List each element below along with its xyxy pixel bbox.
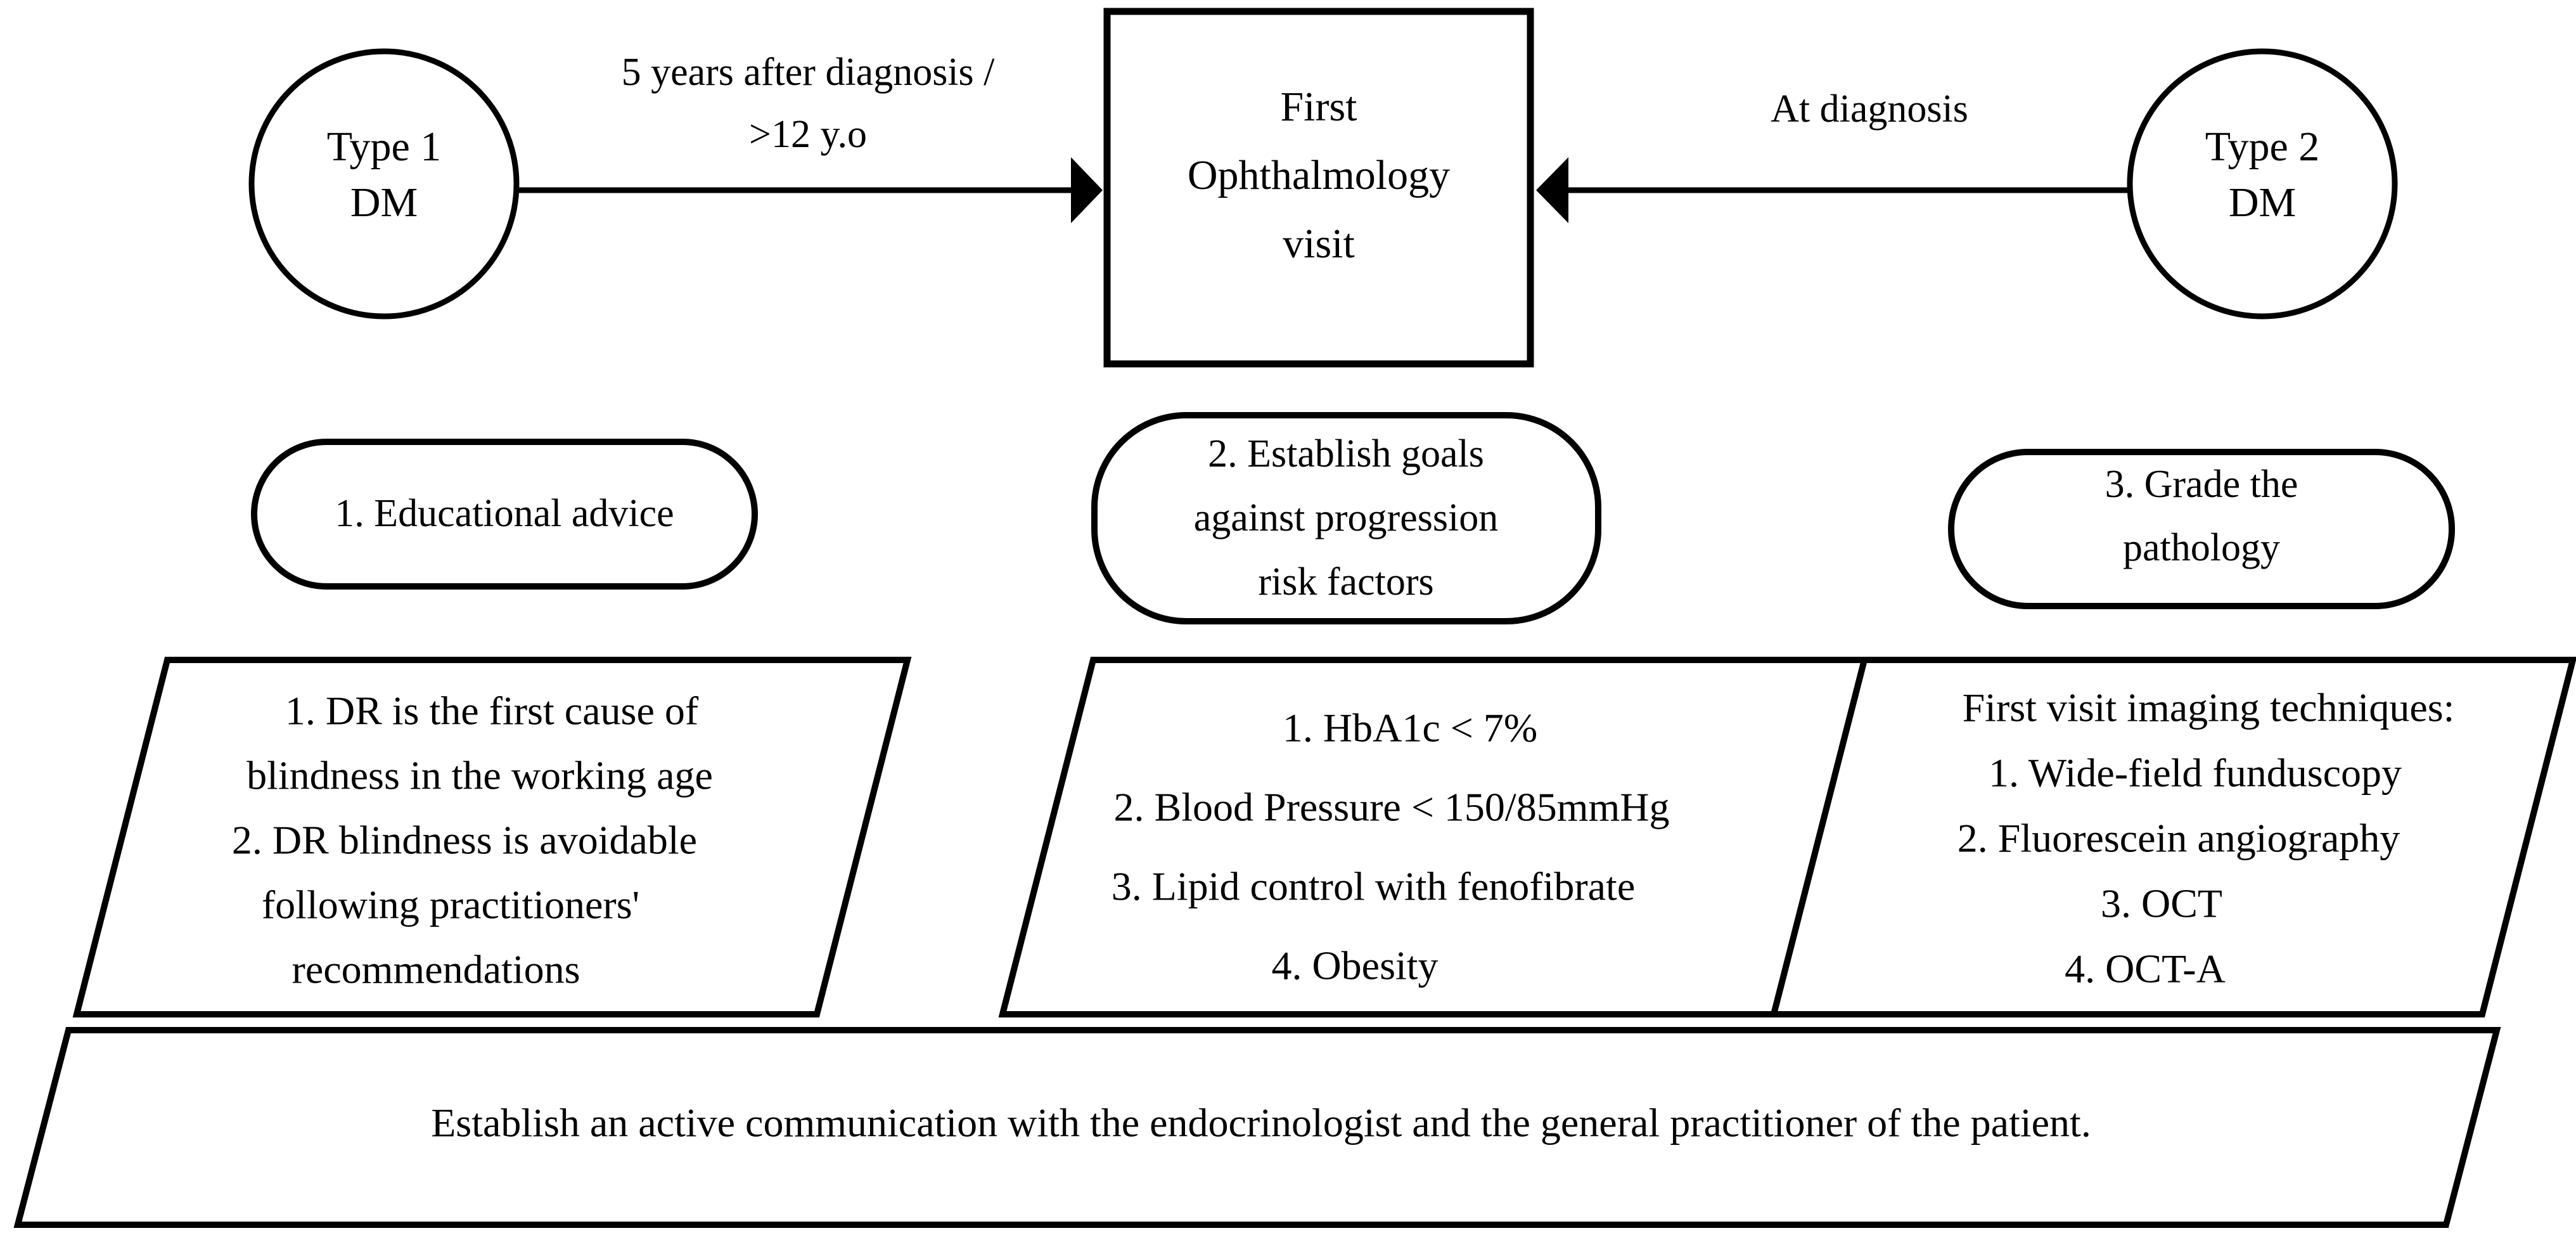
- first-visit-label-line2: Ophthalmology: [1188, 152, 1450, 198]
- node-type2-dm[interactable]: Type 2 DM: [2127, 48, 2398, 320]
- node-first-ophthalmology-visit[interactable]: First Ophthalmology visit: [1103, 8, 1534, 368]
- type1-dm-label-line1: Type 1: [327, 124, 442, 170]
- step-2-establish-goals[interactable]: 2. Establish goals against progression r…: [1091, 412, 1601, 624]
- detail-1-parallelogram-group[interactable]: 1. DR is the first cause of blindness in…: [72, 657, 912, 1017]
- detail-2-label-line1: 1. HbA1c < 7%: [1283, 706, 1537, 751]
- type2-dm-circle: [2127, 48, 2398, 320]
- detail-3-parallelogram: [1769, 657, 2576, 1017]
- step-2-label-line2: against progression: [1194, 496, 1498, 539]
- detail-3-label-line5: 4. OCT-A: [2065, 946, 2226, 991]
- first-visit-rect: [1103, 8, 1534, 368]
- step-1-label-line1: 1. Educational advice: [335, 492, 674, 535]
- detail-1-label-line5: recommendations: [292, 947, 580, 992]
- detail-1-parallelogram: [72, 657, 912, 1017]
- step-1-educational-advice[interactable]: 1. Educational advice: [251, 439, 758, 590]
- edge-label-type1-line2: >12 y.o: [749, 113, 867, 156]
- detail-3-label-line2: 1. Wide-field funduscopy: [1989, 751, 2402, 796]
- edge-label-type2-line1: At diagnosis: [1771, 87, 1968, 131]
- step-3-rounded-rect: [1948, 449, 2455, 609]
- detail-1-label-line2: blindness in the working age: [247, 753, 713, 798]
- footer-banner-parallelogram: [13, 1027, 2501, 1228]
- type1-dm-circle: [248, 48, 520, 320]
- arrowhead-right-icon: [1071, 157, 1103, 223]
- detail-3-parallelogram-group[interactable]: First visit imaging techniques: 1. Wide-…: [1769, 657, 2576, 1017]
- detail-2-label-line3: 3. Lipid control with fenofibrate: [1112, 864, 1635, 909]
- footer-banner-group[interactable]: Establish an active communication with t…: [13, 1027, 2501, 1228]
- step-3-label-line2: pathology: [2123, 526, 2280, 569]
- step-3-grade-the-pathology[interactable]: 3. Grade the pathology: [1948, 449, 2455, 609]
- type2-dm-label-line1: Type 2: [2205, 124, 2320, 170]
- type2-dm-label-line2: DM: [2229, 179, 2296, 226]
- arrowhead-left-icon: [1536, 157, 1568, 223]
- first-visit-label-line3: visit: [1283, 221, 1355, 267]
- detail-3-label-line3: 2. Fluorescein angiography: [1958, 816, 2400, 861]
- detail-2-label-line4: 4. Obesity: [1271, 943, 1438, 988]
- type1-dm-label-line2: DM: [350, 179, 418, 226]
- step-2-label-line1: 2. Establish goals: [1208, 432, 1484, 475]
- detail-1-label-line1: 1. DR is the first cause of: [285, 688, 699, 733]
- edge-label-type1-to-visit: 5 years after diagnosis / >12 y.o: [622, 51, 996, 156]
- node-type1-dm[interactable]: Type 1 DM: [248, 48, 520, 320]
- detail-1-label-line3: 2. DR blindness is avoidable: [232, 818, 697, 863]
- detail-3-label-line1: First visit imaging techniques:: [1963, 685, 2455, 730]
- edge-label-type1-line1: 5 years after diagnosis /: [622, 51, 996, 94]
- step-2-rounded-rect: [1091, 412, 1601, 624]
- detail-3-label-line4: 3. OCT: [2101, 881, 2222, 926]
- detail-1-label-line4: following practitioners': [262, 882, 639, 927]
- detail-2-parallelogram-group[interactable]: 1. HbA1c < 7% 2. Blood Pressure < 150/85…: [998, 657, 1871, 1017]
- first-visit-label-line1: First: [1280, 84, 1357, 130]
- footer-banner-label: Establish an active communication with t…: [431, 1101, 2091, 1146]
- step-2-label-line3: risk factors: [1258, 560, 1433, 604]
- edge-label-type2-to-visit: At diagnosis: [1771, 87, 1968, 131]
- step-3-label-line1: 3. Grade the: [2105, 463, 2298, 506]
- step-1-rounded-rect: [251, 439, 758, 590]
- detail-2-label-line2: 2. Blood Pressure < 150/85mmHg: [1114, 785, 1670, 830]
